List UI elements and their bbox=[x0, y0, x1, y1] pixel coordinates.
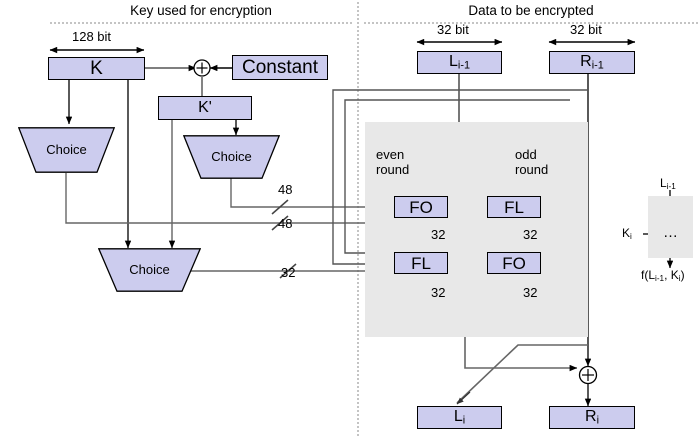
legend-ellipsis-icon: … bbox=[663, 224, 679, 241]
block-FL-even[interactable]: FL bbox=[394, 252, 448, 274]
legend-panel bbox=[648, 196, 693, 258]
block-R-out-label: Ri bbox=[585, 407, 599, 427]
block-FL-odd[interactable]: FL bbox=[487, 196, 541, 218]
block-K-label: K bbox=[90, 58, 103, 79]
block-FO-even[interactable]: FO bbox=[394, 196, 448, 218]
R-prev-base: R bbox=[580, 52, 592, 70]
label-fl-odd-out-32: 32 bbox=[523, 227, 538, 242]
block-K-prime-label: K' bbox=[198, 99, 212, 116]
legend-output-label: f(Li-1, Ki) bbox=[641, 268, 685, 283]
legend-out-sub2: i bbox=[678, 273, 681, 283]
block-R-out[interactable]: Ri bbox=[549, 406, 635, 429]
block-L-prev-label: Li-1 bbox=[449, 52, 470, 72]
legend-input-label: Li-1 bbox=[660, 176, 676, 191]
odd-line2: round bbox=[515, 161, 549, 177]
legend-out-end: ) bbox=[680, 268, 685, 282]
wire-swap-arrowhead bbox=[456, 391, 471, 405]
caption-data-side: Data to be encrypted bbox=[468, 3, 594, 18]
block-FO-odd-label: FO bbox=[502, 253, 526, 273]
label-bus-48-lower: 48 bbox=[278, 216, 293, 231]
wire-swap-to-Li bbox=[456, 344, 588, 404]
block-L-prev[interactable]: Li-1 bbox=[417, 51, 502, 74]
block-L-out-label: Li bbox=[453, 407, 466, 427]
label-128bit: 128 bit bbox=[72, 29, 112, 44]
label-fo-even-out-32: 32 bbox=[431, 227, 446, 242]
R-out-sub: i bbox=[596, 414, 599, 427]
label-even-round: even round bbox=[376, 147, 410, 177]
L-prev-sub: i-1 bbox=[457, 59, 470, 72]
legend-key-base: K bbox=[622, 226, 631, 240]
block-choice-1-label: Choice bbox=[46, 141, 87, 157]
label-fo-odd-out-32: 32 bbox=[523, 285, 538, 300]
block-FL-odd-label: FL bbox=[504, 197, 524, 217]
block-choice-3-label: Choice bbox=[129, 261, 170, 277]
wire-choice2-bus bbox=[230, 178, 395, 211]
even-line2: round bbox=[376, 161, 410, 177]
wire-choice1-bus bbox=[65, 173, 395, 227]
legend-out-mid: , K bbox=[664, 268, 679, 282]
odd-line1: odd bbox=[515, 147, 537, 162]
label-fl-even-out-32: 32 bbox=[431, 285, 446, 300]
block-R-prev[interactable]: Ri-1 bbox=[549, 51, 635, 74]
bus-slash-marks bbox=[271, 199, 297, 279]
block-choice-2-label: Choice bbox=[211, 148, 252, 164]
block-choice-1[interactable]: Choice bbox=[18, 127, 115, 173]
block-Constant-label: Constant bbox=[241, 57, 319, 78]
block-choice-3[interactable]: Choice bbox=[98, 248, 201, 292]
block-FL-even-label: FL bbox=[411, 253, 431, 273]
caption-key-side: Key used for encryption bbox=[130, 3, 272, 18]
choice-3-shape bbox=[98, 248, 201, 292]
choice-2-shape bbox=[183, 135, 280, 179]
L-prev-base: L bbox=[449, 52, 458, 70]
choice-1-shape bbox=[18, 127, 115, 173]
block-FO-odd[interactable]: FO bbox=[487, 252, 541, 274]
round-function-panel bbox=[365, 122, 588, 337]
label-odd-round: odd round bbox=[515, 147, 549, 177]
label-bus-32: 32 bbox=[281, 265, 296, 280]
legend-out-sub1: i-1 bbox=[655, 273, 665, 283]
label-32bit-right: 32 bit bbox=[570, 22, 602, 37]
R-prev-sub: i-1 bbox=[591, 59, 604, 72]
L-out-sub: i bbox=[462, 414, 466, 427]
label-32bit-left: 32 bit bbox=[437, 22, 469, 37]
legend-input-sub: i-1 bbox=[666, 181, 676, 191]
L-out-base: L bbox=[453, 407, 463, 425]
legend-key-label: Ki bbox=[622, 226, 632, 241]
legend-out-f: f(L bbox=[641, 268, 656, 282]
label-bus-48-upper: 48 bbox=[278, 182, 293, 197]
block-L-out[interactable]: Li bbox=[417, 406, 502, 429]
block-FO-even-label: FO bbox=[409, 197, 433, 217]
R-out-base: R bbox=[585, 407, 597, 425]
block-K[interactable]: K bbox=[48, 57, 145, 80]
block-choice-2[interactable]: Choice bbox=[183, 135, 280, 179]
even-line1: even bbox=[376, 147, 405, 162]
legend-input-base: L bbox=[660, 176, 667, 190]
block-R-prev-label: Ri-1 bbox=[580, 52, 604, 72]
block-Constant[interactable]: Constant bbox=[232, 55, 328, 80]
block-K-prime[interactable]: K' bbox=[158, 96, 252, 120]
legend-key-sub: i bbox=[630, 231, 632, 241]
